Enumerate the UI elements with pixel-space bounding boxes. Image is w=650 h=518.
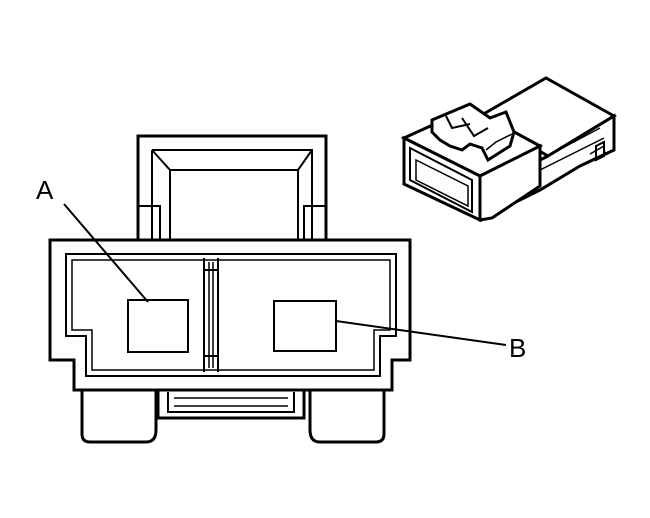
latch-housing [136,134,328,246]
callout-b: B [335,320,526,363]
connector-body [48,238,412,392]
callout-label-b: B [509,333,526,363]
center-divider [203,258,219,372]
connector-isometric-view [400,76,617,223]
terminal-cavity-b [273,300,337,352]
leader-line-a [63,203,149,303]
connector-bottom-keys [80,388,386,444]
connector-face-view [48,134,412,444]
cavity-outline [65,253,397,377]
leader-line-b [335,320,507,346]
callout-label-a: A [36,175,54,205]
terminal-cavity-a [127,299,189,353]
callout-a: A [36,175,149,303]
